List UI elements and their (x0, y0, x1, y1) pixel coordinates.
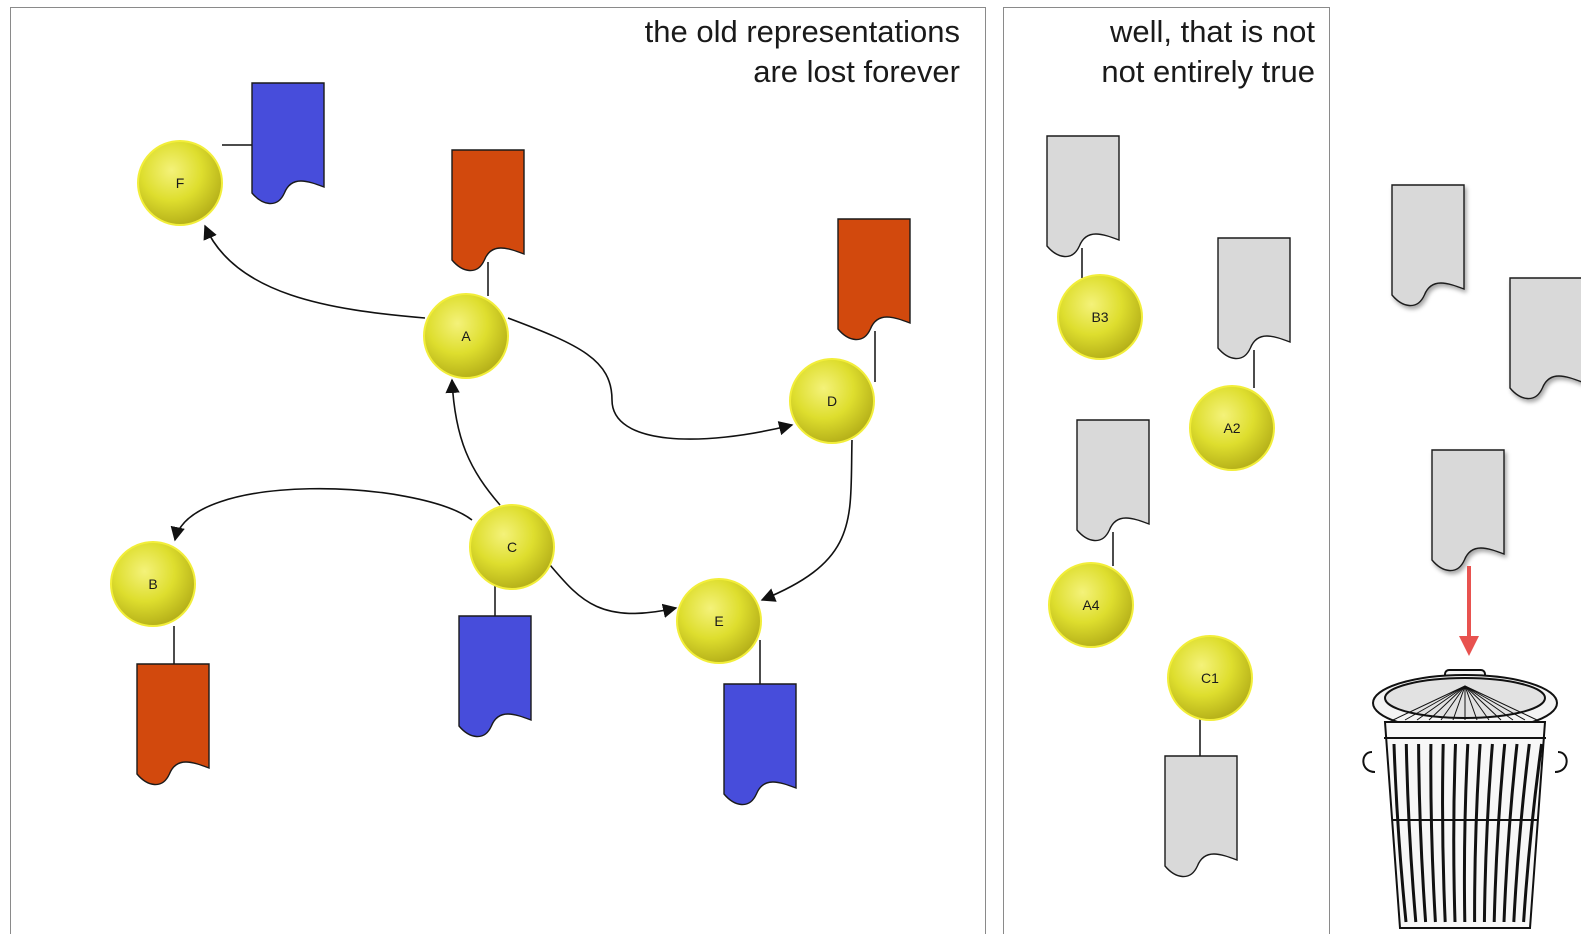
versioned-graph-panel (1003, 7, 1330, 934)
edge-A-F (203, 224, 426, 319)
document-E (723, 683, 797, 806)
document-D (837, 218, 911, 341)
gray-document-C1 (1164, 755, 1238, 878)
node-label: B3 (1091, 309, 1108, 325)
node-label: A4 (1082, 597, 1099, 613)
node-label: E (714, 613, 723, 629)
node-E: E (676, 578, 762, 664)
document-C (458, 615, 532, 738)
node-label: C1 (1201, 670, 1219, 686)
node-C1: C1 (1167, 635, 1253, 721)
document-B (136, 663, 210, 786)
node-B3: B3 (1057, 274, 1143, 360)
node-label: A2 (1223, 420, 1240, 436)
edge-A-D (507, 317, 794, 440)
node-C: C (469, 504, 555, 590)
node-A: A (423, 293, 509, 379)
gray-document-A2 (1217, 237, 1291, 360)
edge-C-E (549, 564, 678, 618)
document-A (451, 149, 525, 272)
node-A4: A4 (1048, 562, 1134, 648)
node-label: F (176, 175, 185, 191)
discarded-document-3 (1431, 449, 1505, 572)
gray-document-A4 (1076, 419, 1150, 542)
node-B: B (110, 541, 196, 627)
left-caption-line-1: the old representations (644, 14, 960, 49)
discarded-document-1 (1391, 184, 1465, 307)
gray-document-B3 (1046, 135, 1120, 258)
middle-caption-line-2: not entirely true (1101, 54, 1315, 89)
node-label: C (507, 539, 517, 555)
left-panel-caption: the old representations are lost forever (10, 12, 960, 92)
document-F (251, 82, 325, 205)
middle-caption-line-1: well, that is not (1109, 14, 1315, 49)
node-label: D (827, 393, 837, 409)
node-F: F (137, 140, 223, 226)
trash-can-icon (1362, 669, 1568, 929)
current-graph-panel (10, 7, 986, 934)
middle-panel-caption: well, that is not not entirely true (1003, 12, 1315, 92)
node-D: D (789, 358, 875, 444)
left-caption-line-2: are lost forever (753, 54, 960, 89)
edge-C-B (170, 487, 473, 542)
node-A2: A2 (1189, 385, 1275, 471)
discarded-document-2 (1509, 277, 1581, 400)
edge-D-E (760, 439, 853, 602)
node-label: B (148, 576, 157, 592)
edge-C-A (445, 378, 501, 506)
node-label: A (461, 328, 471, 344)
